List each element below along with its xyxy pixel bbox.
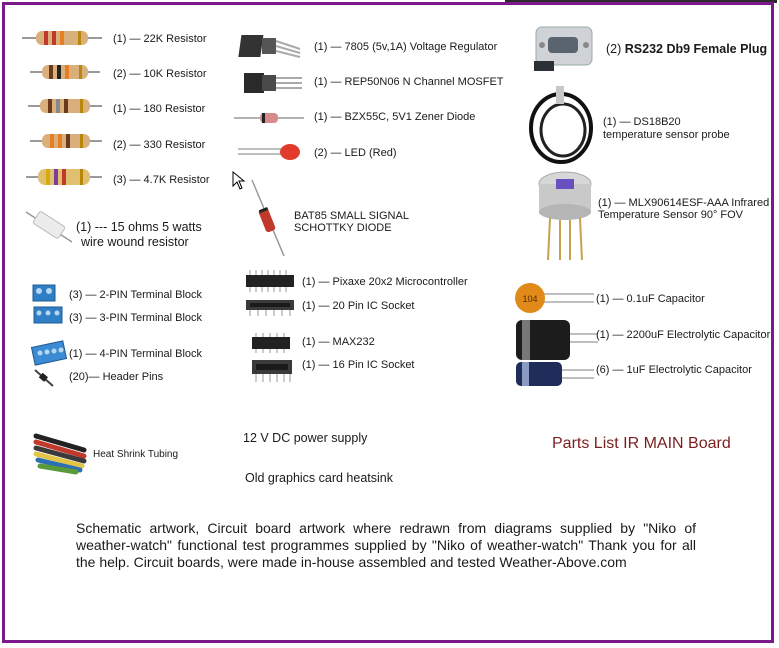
mosfet-label: (1) — REP50N06 N Channel MOSFET <box>314 76 504 88</box>
credits-paragraph: Schematic artwork, Circuit board artwork… <box>76 520 696 570</box>
resistor-22k-icon <box>22 31 102 45</box>
ic-socket-16-icon <box>252 360 292 382</box>
ds18b20-line2: temperature sensor probe <box>603 129 730 141</box>
header-pins-label: (20)— Header Pins <box>69 371 164 383</box>
microcontroller-chip-icon <box>246 270 294 292</box>
wirewound-line1: (1) --- 15 ohms 5 watts <box>76 220 202 234</box>
ceramic-capacitor-marking: 104 <box>522 294 537 304</box>
cap-2200uf-label: (1) — 2200uF Electrolytic Capacitor <box>596 329 771 341</box>
ic-socket-20-icon <box>246 300 294 316</box>
db9-name: RS232 Db9 Female Plug <box>624 42 768 56</box>
microcontroller-label: (1) — Pixaxe 20x2 Microcontroller <box>302 276 468 288</box>
resistor-180-icon <box>28 99 102 113</box>
wirewound-resistor-icon <box>25 211 73 243</box>
temperature-probe-icon <box>529 86 593 164</box>
terminal-2pin-label: (3) — 2-PIN Terminal Block <box>69 289 203 301</box>
electrolytic-2200uf-icon <box>516 320 598 360</box>
heatsink-label: Old graphics card heatsink <box>245 471 393 485</box>
resistor-4k7-icon <box>26 169 102 185</box>
terminal-4pin-label: (1) — 4-PIN Terminal Block <box>69 348 203 360</box>
page-title: Parts List IR MAIN Board <box>552 435 731 452</box>
resistor-22k-label: (1) — 22K Resistor <box>113 33 207 45</box>
top-edge-bar <box>505 0 777 3</box>
cap-01uf-label: (1) — 0.1uF Capacitor <box>596 293 705 305</box>
heat-shrink-icon <box>33 433 87 475</box>
resistor-4k7-label: (3) — 4.7K Resistor <box>113 174 210 186</box>
zener-diode-label: (1) — BZX55C, 5V1 Zener Diode <box>314 111 476 123</box>
terminal-4pin-icon <box>30 340 68 366</box>
schottky-diode-icon <box>251 179 285 257</box>
mouse-pointer-icon <box>232 171 246 190</box>
resistor-10k-label: (2) — 10K Resistor <box>113 68 207 80</box>
schottky-line2: SCHOTTKY DIODE <box>294 222 392 234</box>
heat-shrink-label: Heat Shrink Tubing <box>93 449 179 460</box>
power-supply-label: 12 V DC power supply <box>243 431 368 445</box>
resistor-180-label: (1) — 180 Resistor <box>113 103 206 115</box>
wirewound-line2: wire wound resistor <box>81 235 189 249</box>
db9-qty: (2) <box>606 42 622 56</box>
db9-label: (2) RS232 Db9 Female Plug <box>606 43 767 56</box>
resistor-330-label: (2) — 330 Resistor <box>113 139 206 151</box>
voltage-regulator-label: (1) — 7805 (5v,1A) Voltage Regulator <box>314 41 498 53</box>
max232-label: (1) — MAX232 <box>302 336 375 348</box>
resistor-330-icon <box>30 134 102 148</box>
db9-connector-icon <box>534 26 593 71</box>
ic-socket-20-label: (1) — 20 Pin IC Socket <box>302 300 415 312</box>
schottky-line1: BAT85 SMALL SIGNAL <box>294 210 409 222</box>
ceramic-capacitor-icon: 104 <box>515 283 594 313</box>
mlx-line2: Temperature Sensor 90° FOV <box>598 209 744 221</box>
resistor-10k-icon <box>30 65 100 79</box>
max232-chip-icon <box>252 333 290 353</box>
ir-sensor-icon <box>538 171 592 261</box>
electrolytic-1uf-icon <box>516 362 594 386</box>
terminal-3pin-icon <box>33 306 63 324</box>
zener-diode-icon <box>234 113 304 123</box>
cap-1uf-label: (6) — 1uF Electrolytic Capacitor <box>596 364 752 376</box>
red-led-label: (2) — LED (Red) <box>314 147 397 159</box>
header-pins-icon <box>34 369 54 387</box>
terminal-3pin-label: (3) — 3-PIN Terminal Block <box>69 312 203 324</box>
ds18b20-line1: (1) — DS18B20 <box>603 116 681 128</box>
mosfet-icon <box>244 73 302 93</box>
ic-socket-16-label: (1) — 16 Pin IC Socket <box>302 359 415 371</box>
red-led-icon <box>238 144 300 160</box>
voltage-regulator-icon <box>238 35 301 58</box>
terminal-2pin-icon <box>32 284 56 302</box>
mlx-line1: (1) — MLX90614ESF-AAA Infrared <box>598 197 770 209</box>
